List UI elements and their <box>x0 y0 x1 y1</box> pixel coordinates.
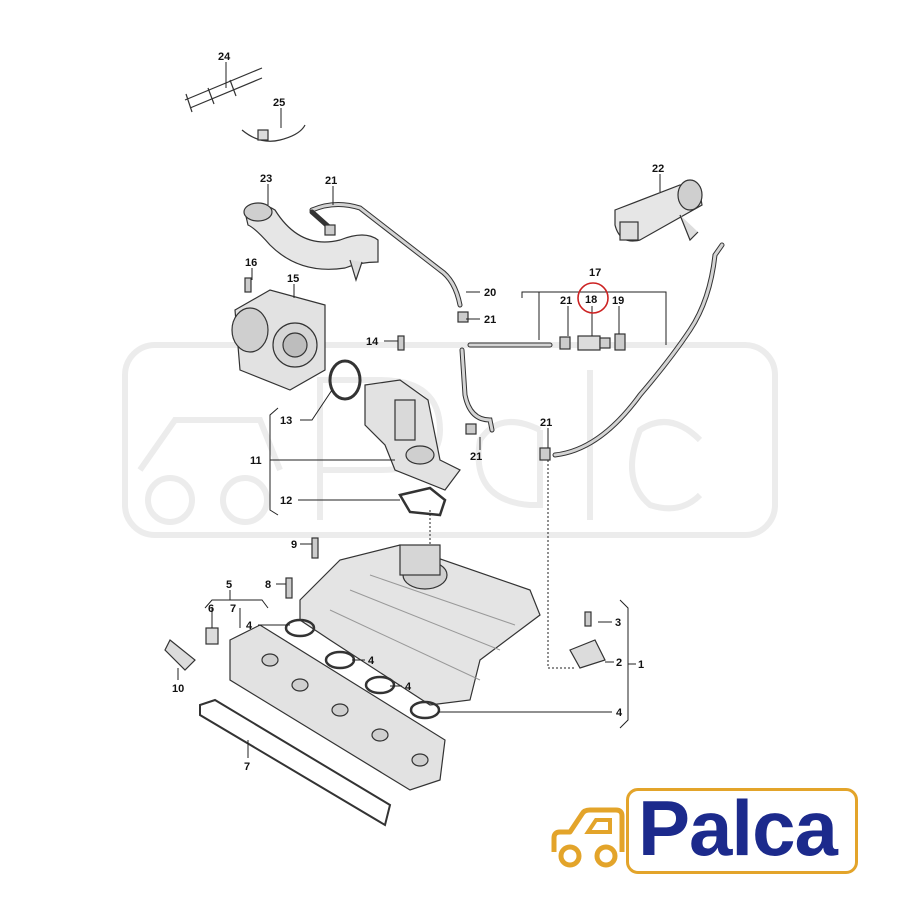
callout-14: 14 <box>366 336 379 348</box>
callout-20: 20 <box>484 287 496 299</box>
background-watermark <box>122 342 778 538</box>
sensor-2 <box>569 611 606 669</box>
callout-21: 21 <box>560 295 572 307</box>
callout-21: 21 <box>325 175 337 187</box>
leader-lines <box>177 62 667 758</box>
callout-7: 7 <box>230 603 236 615</box>
callout-21: 21 <box>470 451 482 463</box>
callout-10: 10 <box>172 683 184 695</box>
callout-12: 12 <box>280 495 292 507</box>
intake-elbow-11 <box>364 379 461 491</box>
part-19 <box>614 333 626 351</box>
connector-22 <box>614 179 703 242</box>
clamp-25 <box>241 124 306 142</box>
callout-4: 4 <box>246 620 253 632</box>
valve-18 <box>577 335 611 351</box>
intake-manifold-1 <box>299 544 541 706</box>
gasket-7 <box>199 698 392 827</box>
callout-1: 1 <box>638 659 644 671</box>
callout-21: 21 <box>484 314 496 326</box>
intake-pipe-23 <box>243 202 379 282</box>
callout-8: 8 <box>265 579 271 591</box>
callout-13: 13 <box>280 415 292 427</box>
throttle-body-15 <box>231 289 326 391</box>
callout-24: 24 <box>218 51 231 63</box>
sensor-10 <box>164 639 196 671</box>
hose-connectors-21 <box>324 224 571 461</box>
car-icon <box>551 807 625 868</box>
callout-18: 18 <box>585 294 597 306</box>
callout-23: 23 <box>260 173 272 185</box>
logo-wordmark: Palca <box>638 784 838 872</box>
palca-logo: Palca <box>548 784 864 880</box>
lower-flange <box>229 624 446 791</box>
sensor-6 <box>205 627 219 645</box>
bolt-14 <box>397 335 405 351</box>
callout-2: 2 <box>616 657 622 669</box>
callout-15: 15 <box>287 273 299 285</box>
callout-22: 22 <box>652 163 664 175</box>
callout-4: 4 <box>616 707 623 719</box>
callout-16: 16 <box>245 257 257 269</box>
callout-4: 4 <box>405 681 412 693</box>
callout-3: 3 <box>615 617 621 629</box>
gasket-12 <box>398 486 447 517</box>
bolt-8 <box>285 577 293 599</box>
callout-4: 4 <box>368 655 375 667</box>
callout-7: 7 <box>244 761 250 773</box>
callout-21: 21 <box>540 417 552 429</box>
seal-ring-13 <box>328 359 362 401</box>
callout-17: 17 <box>589 267 601 279</box>
callout-labels: 24 25 23 21 22 16 15 17 20 21 21 18 19 1… <box>172 51 664 773</box>
highlight-circle <box>577 282 609 314</box>
callout-25: 25 <box>273 97 285 109</box>
bolt-9 <box>311 537 319 559</box>
vacuum-hoses <box>309 202 725 458</box>
callout-5: 5 <box>226 579 232 591</box>
callout-19: 19 <box>612 295 624 307</box>
clip-24 <box>184 67 263 113</box>
callout-11: 11 <box>250 455 262 467</box>
logo-frame <box>626 788 858 874</box>
bolt-16 <box>244 277 252 293</box>
callout-9: 9 <box>291 539 297 551</box>
callout-6: 6 <box>208 603 214 615</box>
